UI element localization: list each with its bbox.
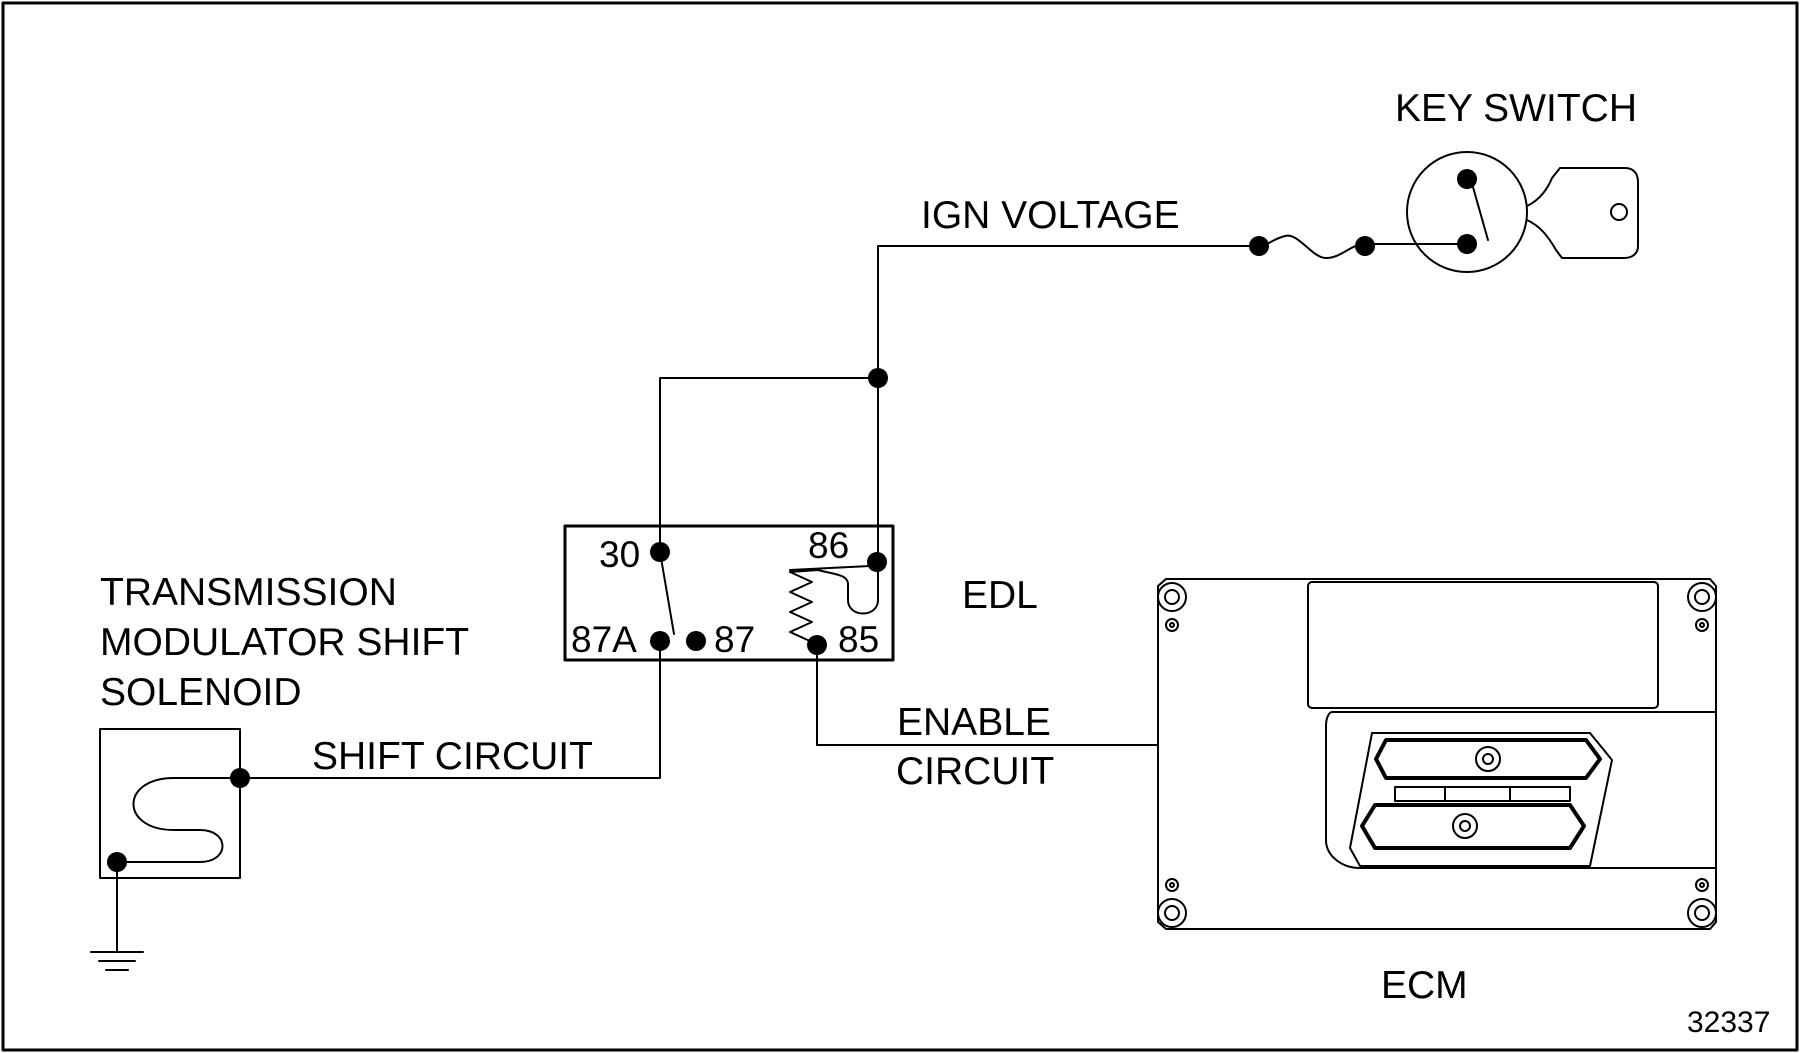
relay-box bbox=[563, 524, 895, 662]
relay-feed-wires bbox=[659, 377, 879, 563]
ground-symbol bbox=[90, 861, 144, 971]
solenoid-coil bbox=[116, 777, 241, 863]
key-switch-label: KEY SWITCH bbox=[1395, 87, 1637, 130]
relay-terminal-86: 86 bbox=[808, 525, 849, 566]
solenoid-label-line3: SOLENOID bbox=[100, 671, 302, 714]
edl-label: EDL bbox=[962, 574, 1038, 617]
relay-terminal-85: 85 bbox=[838, 619, 879, 660]
enable-circuit-wire bbox=[816, 645, 1159, 746]
relay-switch-arm bbox=[659, 551, 675, 635]
enable-circuit-label-line1: ENABLE bbox=[897, 701, 1051, 744]
ign-voltage-wire bbox=[877, 234, 1468, 379]
relay-terminal-87: 87 bbox=[714, 619, 755, 660]
shift-circuit-label: SHIFT CIRCUIT bbox=[312, 735, 593, 778]
solenoid-label-line2: MODULATOR SHIFT bbox=[100, 621, 469, 664]
shift-circuit-wire bbox=[239, 641, 661, 779]
key-switch-symbol bbox=[1406, 151, 1639, 273]
relay-terminal-87a: 87A bbox=[571, 619, 637, 660]
relay-terminal-30: 30 bbox=[599, 534, 640, 575]
solenoid-label-line1: TRANSMISSION bbox=[100, 571, 397, 614]
ecm-module bbox=[1157, 578, 1717, 930]
solenoid-box bbox=[99, 728, 241, 879]
connection-dots bbox=[107, 169, 1477, 872]
enable-circuit-label-line2: CIRCUIT bbox=[896, 750, 1054, 793]
figure-number: 32337 bbox=[1687, 1006, 1770, 1039]
ign-voltage-label: IGN VOLTAGE bbox=[921, 194, 1180, 237]
ecm-label: ECM bbox=[1381, 964, 1468, 1007]
